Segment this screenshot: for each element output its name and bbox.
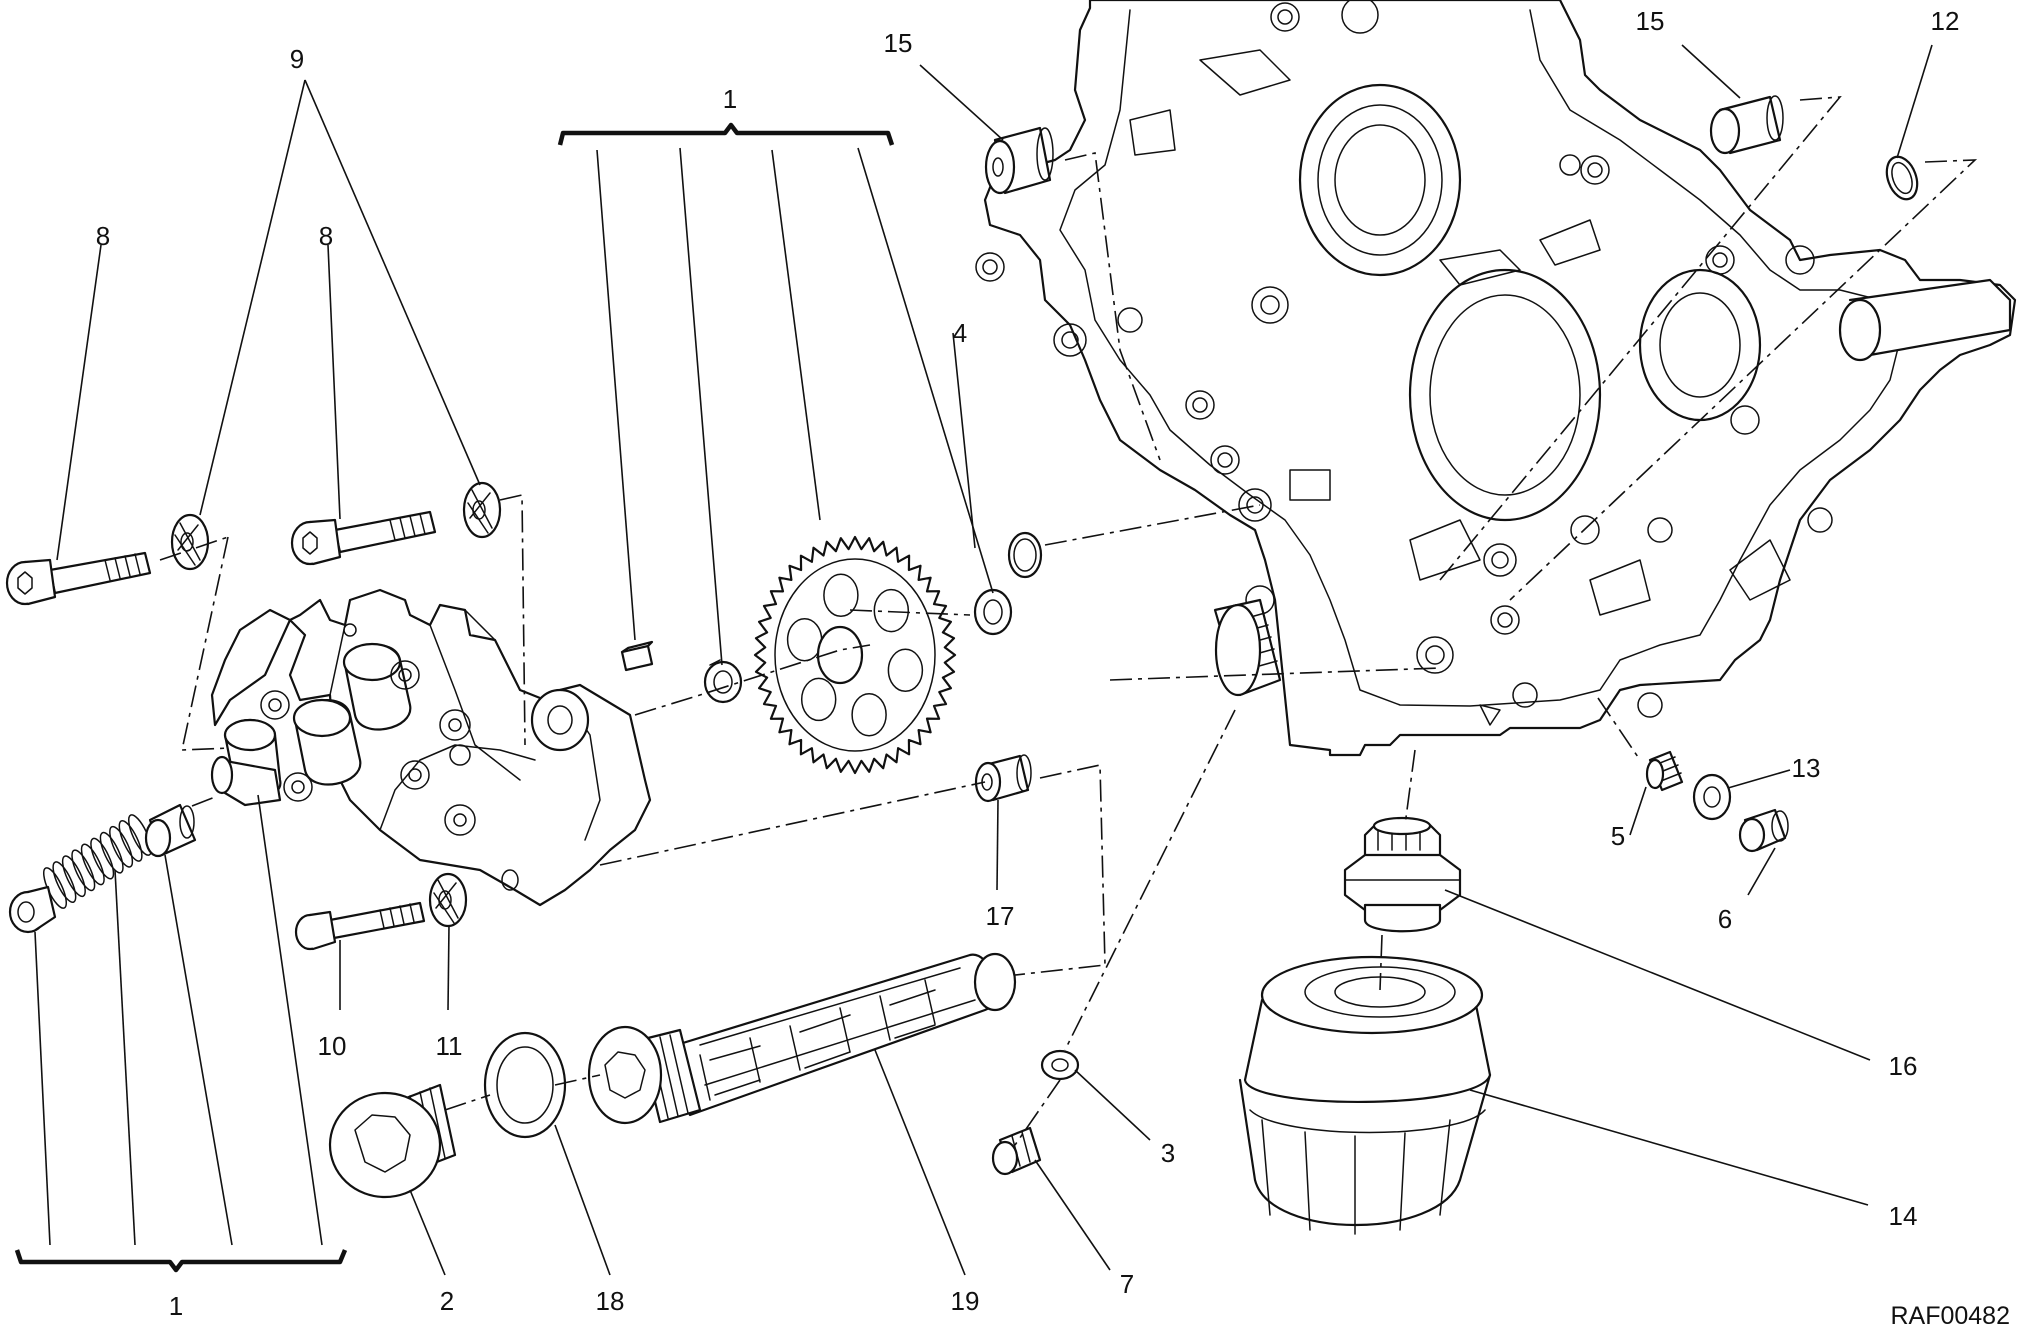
spring-coil (118, 819, 143, 862)
gear-rim (774, 558, 936, 752)
bolt-8-right (290, 510, 437, 566)
gear-lightening-hole (873, 588, 910, 633)
spring-coil (71, 849, 96, 892)
brace-top (557, 122, 895, 146)
circlip-gear (973, 588, 1013, 636)
o-ring-4 (1007, 531, 1043, 579)
crankcase (975, 0, 2017, 757)
label-16: 16 (1889, 1051, 1918, 1081)
callout-labels: 1 9 8 8 15 15 12 4 17 10 11 13 5 6 16 14… (96, 6, 2010, 1330)
spring-coil (99, 831, 124, 874)
label-5: 5 (1611, 821, 1625, 851)
bush-15-left (984, 126, 1054, 195)
plug-6 (1738, 808, 1789, 853)
label-7: 7 (1120, 1269, 1134, 1299)
label-14: 14 (1889, 1201, 1918, 1231)
spring-coil (90, 837, 115, 880)
spring-coil (109, 825, 134, 868)
label-10: 10 (318, 1031, 347, 1061)
label-1-top: 1 (723, 84, 737, 114)
gear-lightening-hole (851, 692, 887, 737)
gear-lightening-hole (887, 648, 924, 693)
spring-coil (52, 861, 77, 904)
bolt-8-left (5, 551, 152, 606)
spring-coil (61, 855, 86, 898)
oil-pump-gear (753, 535, 957, 775)
washer-11 (428, 872, 468, 928)
oil-strainer-19 (587, 952, 1017, 1125)
circlip-kit (703, 659, 743, 704)
oil-filter-14 (1238, 955, 1492, 1235)
seal-18 (483, 1031, 567, 1139)
washer-3 (1040, 1049, 1080, 1081)
plug-2 (328, 1083, 457, 1199)
label-9: 9 (290, 44, 304, 74)
label-15-right: 15 (1636, 6, 1665, 36)
assembly-center-lines (159, 96, 1978, 1146)
label-1-bottom: 1 (169, 1291, 183, 1321)
screw-5 (1645, 750, 1684, 792)
bolt-10 (294, 901, 426, 951)
washer-9-left (170, 513, 210, 571)
crankcase-threaded-boss (1213, 598, 1282, 697)
label-3: 3 (1161, 1138, 1175, 1168)
spring-coil (80, 843, 105, 886)
label-4: 4 (953, 318, 967, 348)
gear-lightening-hole (823, 573, 859, 618)
bush-17 (974, 754, 1032, 803)
washer-13 (1692, 773, 1732, 821)
washer-9-right (462, 481, 502, 539)
woodruff-key (620, 640, 654, 672)
filter-nipple-16 (1343, 816, 1462, 933)
label-17: 17 (986, 901, 1015, 931)
label-15-left: 15 (884, 28, 913, 58)
label-2: 2 (440, 1286, 454, 1316)
drawing-code: RAF00482 (1890, 1302, 2010, 1330)
bush-15-right (1709, 95, 1784, 155)
label-8-left: 8 (96, 221, 110, 251)
spring-cap (8, 885, 57, 934)
label-12: 12 (1931, 6, 1960, 36)
leader-lines (34, 44, 1933, 1276)
plug-7 (991, 1126, 1042, 1176)
label-6: 6 (1718, 904, 1732, 934)
relief-valve (144, 803, 197, 858)
label-11: 11 (436, 1031, 463, 1061)
label-8-right: 8 (319, 221, 333, 251)
gear-lightening-hole (800, 677, 837, 722)
oil-pump-body (210, 588, 652, 907)
label-13: 13 (1792, 753, 1821, 783)
o-ring-12 (1885, 155, 1919, 201)
relief-spring (42, 814, 153, 909)
label-19: 19 (951, 1286, 980, 1316)
gear-hub (816, 625, 864, 685)
brace-bottom (14, 1249, 348, 1273)
label-18: 18 (596, 1286, 625, 1316)
